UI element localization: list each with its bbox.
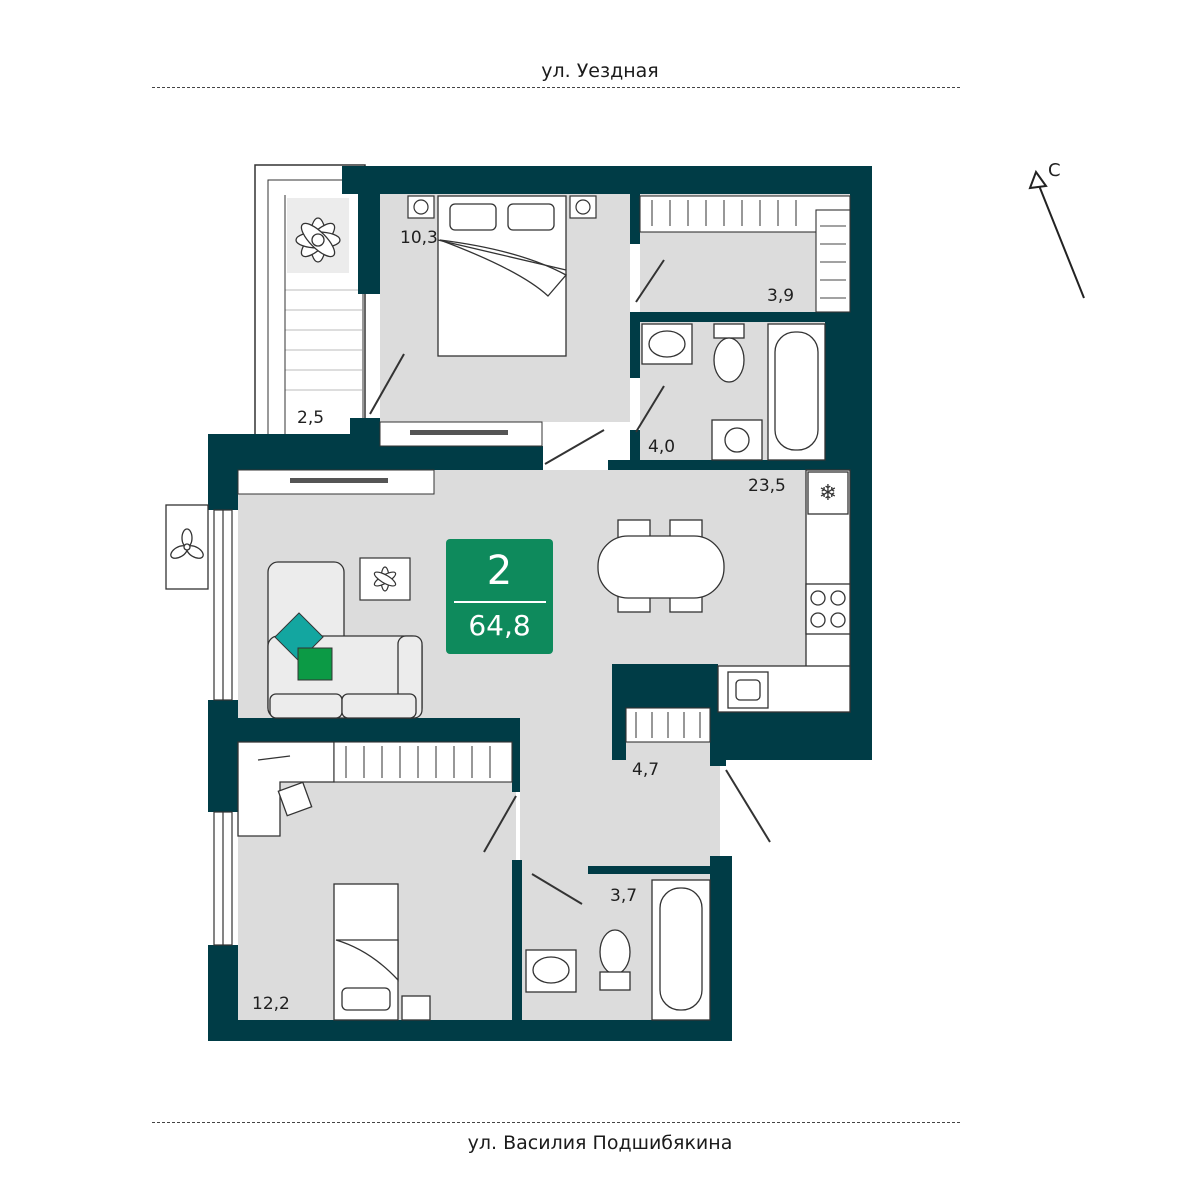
door-balcony <box>369 353 405 415</box>
wardrobe-icon <box>639 195 851 313</box>
door-bathroom-bottom <box>531 873 583 905</box>
street-name-top: ул. Уездная <box>541 60 659 82</box>
hall-wardrobe-icon <box>625 707 711 743</box>
wall-right <box>850 166 872 760</box>
room-area-bathroom-top: 4,0 <box>648 437 676 457</box>
bedroom-wardrobe-icon <box>333 741 513 783</box>
desk-icon <box>237 741 335 837</box>
room-area-bedroom-bottom: 12,2 <box>252 994 290 1014</box>
wall-bath-left <box>512 860 522 1020</box>
bed-icon <box>437 195 568 357</box>
room-area-bathroom-bottom: 3,7 <box>610 886 638 906</box>
wall-bath-right <box>710 856 732 1041</box>
doors <box>369 259 771 905</box>
wall-bedroom2-top <box>208 718 520 742</box>
total-area: 64,8 <box>468 608 531 642</box>
room-area-balcony: 2,5 <box>297 408 325 428</box>
compass-label: С <box>1048 160 1061 181</box>
bottom-sink-icon <box>525 949 577 993</box>
walls <box>208 166 872 1041</box>
wall-wardrobe-bottom <box>630 312 850 322</box>
wall-bottom <box>208 1020 732 1041</box>
pillow-green <box>297 647 333 681</box>
door-bedroom-bottom <box>483 795 517 853</box>
toilet-icon <box>713 323 745 383</box>
street-divider-top <box>152 87 960 88</box>
wall-kitchen-corner <box>612 664 718 708</box>
bottom-toilet-icon <box>599 929 631 991</box>
nightstands <box>407 195 597 219</box>
door-bathroom-top <box>635 385 665 433</box>
wall-left-mid <box>208 700 238 812</box>
room-area-bedroom: 10,3 <box>400 228 438 248</box>
decor-plant-icon <box>359 557 411 601</box>
bathtub-icon <box>767 323 826 461</box>
balcony-railing <box>285 289 362 391</box>
tv-icon <box>379 421 543 447</box>
bathroom-top-fixtures <box>641 323 826 461</box>
windows <box>213 509 233 946</box>
fridge-icon: ❄ <box>807 471 849 515</box>
street-name-bottom: ул. Василия Подшибякина <box>467 1132 733 1154</box>
svg-text:❄: ❄ <box>819 481 837 506</box>
wall-bedroom-left <box>358 194 380 294</box>
bathroom-bottom-fixtures <box>525 879 711 1021</box>
stove-icon <box>805 583 851 635</box>
door-entrance <box>725 769 771 843</box>
plant-icon <box>295 217 341 263</box>
street-divider-bottom <box>152 1122 960 1123</box>
apartment-badge: 2 64,8 <box>446 539 553 654</box>
wall-right-bath <box>825 312 850 470</box>
room-area-wardrobe-hall: 4,7 <box>632 760 660 780</box>
room-area-living-kitchen: 23,5 <box>748 476 786 496</box>
compass-arrow-icon <box>1028 169 1085 299</box>
wall-bedroom-bottom <box>380 446 543 470</box>
bottom-bathtub-icon <box>651 879 711 1021</box>
wall-left-top <box>208 434 238 510</box>
door-wardrobe <box>635 259 665 303</box>
kitchen-sink-icon <box>727 671 769 709</box>
room-count: 2 <box>486 548 513 594</box>
door-bedroom <box>544 429 605 465</box>
wall-wardrobe-left <box>630 194 640 244</box>
badge-divider <box>453 601 546 603</box>
wall-kitchen-bottom <box>710 712 872 760</box>
dining-table-icon <box>597 519 725 613</box>
balcony <box>254 164 366 436</box>
kitchen: ❄ <box>717 469 851 713</box>
fan-icon <box>165 504 209 590</box>
single-bed-icon <box>333 883 431 1021</box>
wall-bath-bottom <box>608 460 850 470</box>
wall-top <box>342 166 872 194</box>
tv-cabinet <box>237 469 435 495</box>
washing-machine-icon <box>711 419 763 461</box>
room-area-wardrobe-top: 3,9 <box>767 286 795 306</box>
